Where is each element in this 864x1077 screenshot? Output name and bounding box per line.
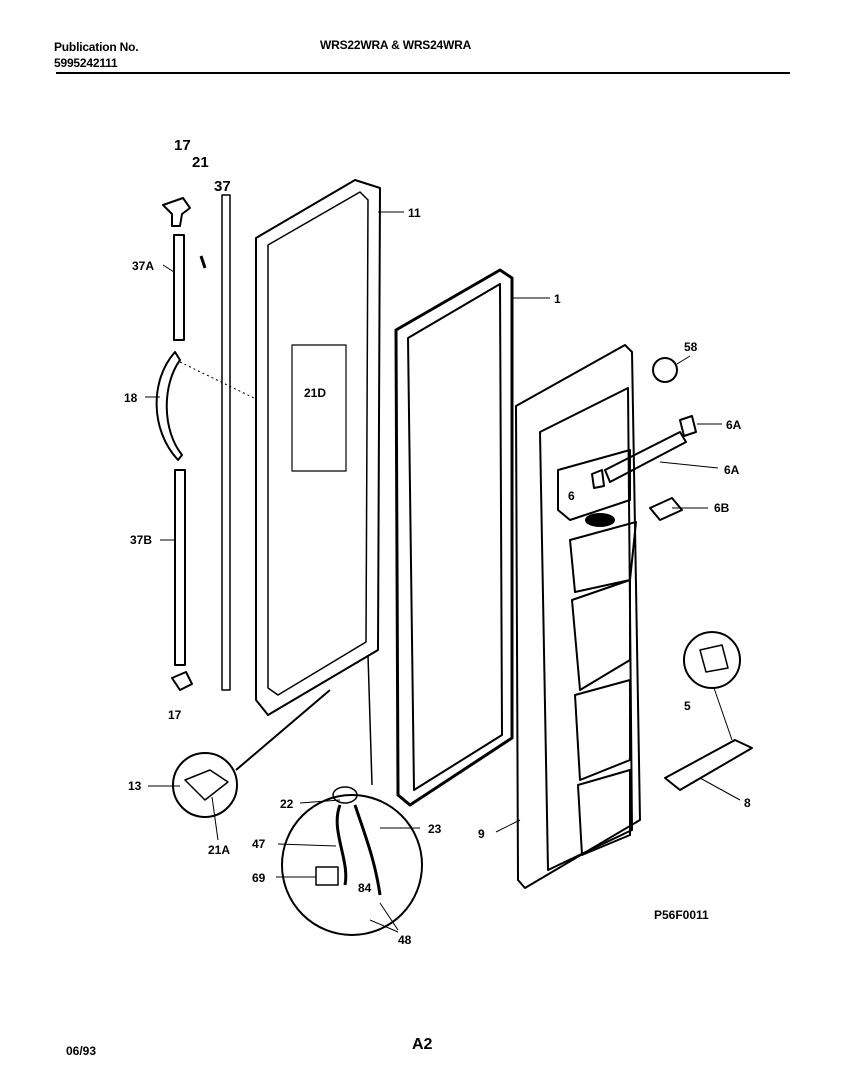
page-number: A2 bbox=[412, 1036, 433, 1053]
wiring-harness-detail bbox=[281, 794, 423, 936]
callout-47: 47 bbox=[252, 837, 266, 851]
callout-6: 6 bbox=[568, 489, 575, 503]
callout-6b: 6B bbox=[714, 501, 730, 515]
callout-6a-upper: 6A bbox=[726, 418, 742, 432]
drawing-code: P56F0011 bbox=[654, 908, 709, 922]
callout-37b: 37B bbox=[130, 533, 152, 547]
callout-21d: 21D bbox=[304, 386, 326, 400]
door-shelf-rail bbox=[664, 739, 753, 791]
callout-18: 18 bbox=[124, 391, 138, 405]
hinge-bracket-detail bbox=[172, 752, 238, 818]
door-handle bbox=[155, 351, 183, 461]
shelf-end-detail bbox=[683, 631, 741, 689]
actuator bbox=[649, 497, 683, 521]
callout-69: 69 bbox=[252, 871, 266, 885]
clip bbox=[679, 415, 697, 437]
outer-door-panel bbox=[179, 179, 381, 716]
callout-23: 23 bbox=[428, 822, 442, 836]
callout-21a: 21A bbox=[208, 843, 230, 857]
end-cap-bottom bbox=[171, 671, 193, 691]
door-gasket bbox=[394, 268, 514, 807]
revision-date: 06/93 bbox=[66, 1044, 97, 1058]
callout-9: 9 bbox=[478, 827, 485, 841]
callout-13: 13 bbox=[128, 779, 142, 793]
callout-48: 48 bbox=[398, 933, 412, 947]
callout-17-top: 17 bbox=[174, 137, 191, 154]
header-rule bbox=[56, 72, 790, 74]
trim-strip bbox=[221, 194, 231, 691]
model-numbers: WRS22WRA & WRS24WRA bbox=[320, 38, 472, 52]
screw bbox=[199, 255, 207, 269]
callout-1: 1 bbox=[554, 292, 561, 306]
leader-lines bbox=[145, 211, 741, 933]
callout-17-bottom: 17 bbox=[168, 708, 182, 722]
publication-label: Publication No. bbox=[54, 40, 139, 54]
handle-trim-upper bbox=[173, 234, 185, 341]
callout-58: 58 bbox=[684, 340, 698, 354]
callout-6a: 6A bbox=[724, 463, 740, 477]
pivot bbox=[591, 469, 605, 489]
callout-84: 84 bbox=[358, 881, 372, 895]
callout-21: 21 bbox=[192, 154, 209, 171]
handle-trim-lower bbox=[174, 469, 186, 666]
guide-bar bbox=[604, 431, 687, 483]
callout-22: 22 bbox=[280, 797, 294, 811]
callout-5: 5 bbox=[684, 699, 691, 713]
callout-11: 11 bbox=[408, 206, 421, 220]
screw-cap bbox=[652, 357, 678, 383]
callout-37a: 37A bbox=[132, 259, 154, 273]
end-cap-top bbox=[162, 197, 191, 227]
callout-8: 8 bbox=[744, 796, 751, 810]
publication-number: 5995242111 bbox=[54, 56, 118, 70]
callout-37: 37 bbox=[214, 178, 231, 195]
inner-door-liner bbox=[515, 344, 641, 889]
